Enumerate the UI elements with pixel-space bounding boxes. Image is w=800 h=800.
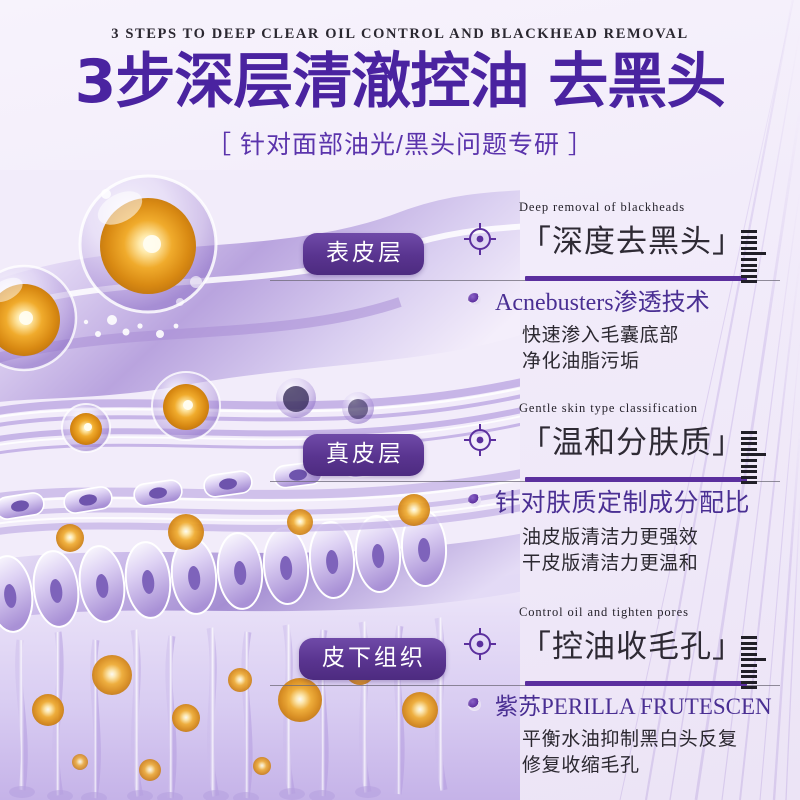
ruler-tick [741,431,757,434]
ruler-tick [741,447,757,451]
bullet-icon [468,293,481,306]
ruler-tick-major [741,453,766,457]
layer-badge-epidermis[interactable]: 表皮层 [303,233,424,275]
ruler-tick [741,442,757,446]
ruler-tick [741,641,757,645]
ruler-tick [741,458,757,462]
ruler-tick [741,686,757,690]
divider-accent [525,681,747,686]
ruler-tick [741,246,757,250]
ruler-tick [741,652,757,656]
feature-block-skin-type: Gentle skin type classification 「温和分肤质」 … [270,401,798,576]
layer-badge-dermis[interactable]: 真皮层 [303,434,424,476]
feature-title: 「深度去黑头」 [520,224,744,259]
ruler-tick [741,464,757,468]
ruler-decoration [741,230,767,286]
feature-detail-line-1: 快速渗入毛囊底部 [522,325,679,346]
ruler-tick [741,470,757,474]
ruler-tick [741,241,757,245]
ruler-tick [741,257,757,261]
feature-ingredient-text: 针对肤质定制成分配比 [495,489,751,517]
feature-detail-line-2: 净化油脂污垢 [522,351,640,373]
header: 3 STEPS TO DEEP CLEAR OIL CONTROL AND BL… [0,0,800,161]
feature-detail-line-2: 修复收缩毛孔 [522,755,640,777]
feature-block-blackheads: Deep removal of blackheads 「深度去黑头」 Acneb… [270,200,798,374]
ruler-tick [741,481,757,485]
feature-ingredient: 针对肤质定制成分配比 [463,483,798,519]
feature-detail-line-1: 平衡水油抑制黑白头反复 [522,729,738,750]
feature-detail-line-1: 油皮版清洁力更强效 [522,527,699,548]
ruler-tick [741,436,757,440]
feature-ingredient-text: Acnebusters渗透技术 [495,290,710,316]
ruler-tick [741,647,757,651]
ruler-tick [741,669,757,673]
feature-en-label: Gentle skin type classification [519,401,698,415]
page-title: 3步深层清澈控油 去黑头 [74,47,727,117]
ruler-tick-major [741,658,766,662]
ruler-tick [741,475,757,479]
feature-ingredient: Acnebusters渗透技术 [463,282,798,317]
feature-en-label: Control oil and tighten pores [519,605,689,619]
feature-ingredient: 紫苏PERILLA FRUTESCEN [463,687,798,721]
ruler-tick [741,269,757,273]
ruler-tick [741,636,757,639]
ruler-decoration [741,431,767,487]
layer-badge-subcutaneous[interactable]: 皮下组织 [299,638,446,680]
feature-en-label: Deep removal of blackheads [519,200,686,214]
feature-ingredient-text: 紫苏PERILLA FRUTESCEN [495,694,772,719]
feature-detail-line-2: 干皮版清洁力更温和 [522,553,699,575]
ruler-tick [741,263,757,267]
eyebrow-text: 3 STEPS TO DEEP CLEAR OIL CONTROL AND BL… [111,26,689,42]
divider-accent [525,276,747,281]
ruler-tick [741,274,757,278]
ruler-tick [741,235,757,239]
ruler-tick [741,663,757,667]
ruler-tick-major [741,252,766,256]
subtitle: ［ 针对面部油光/黑头问题专研 ］ [206,131,594,160]
feature-title: 「控油收毛孔」 [520,629,744,664]
ruler-tick [741,680,757,684]
ruler-decoration [741,636,767,692]
bullet-icon [468,494,481,507]
bullet-icon [468,698,481,711]
skin-layer-illustration [0,170,520,800]
ruler-tick [741,675,757,679]
ruler-tick [741,280,757,284]
target-icon [464,424,496,456]
divider-accent [525,477,747,482]
feature-title: 「温和分肤质」 [520,425,744,460]
ruler-tick [741,230,757,233]
target-icon [464,223,496,255]
target-icon [464,628,496,660]
